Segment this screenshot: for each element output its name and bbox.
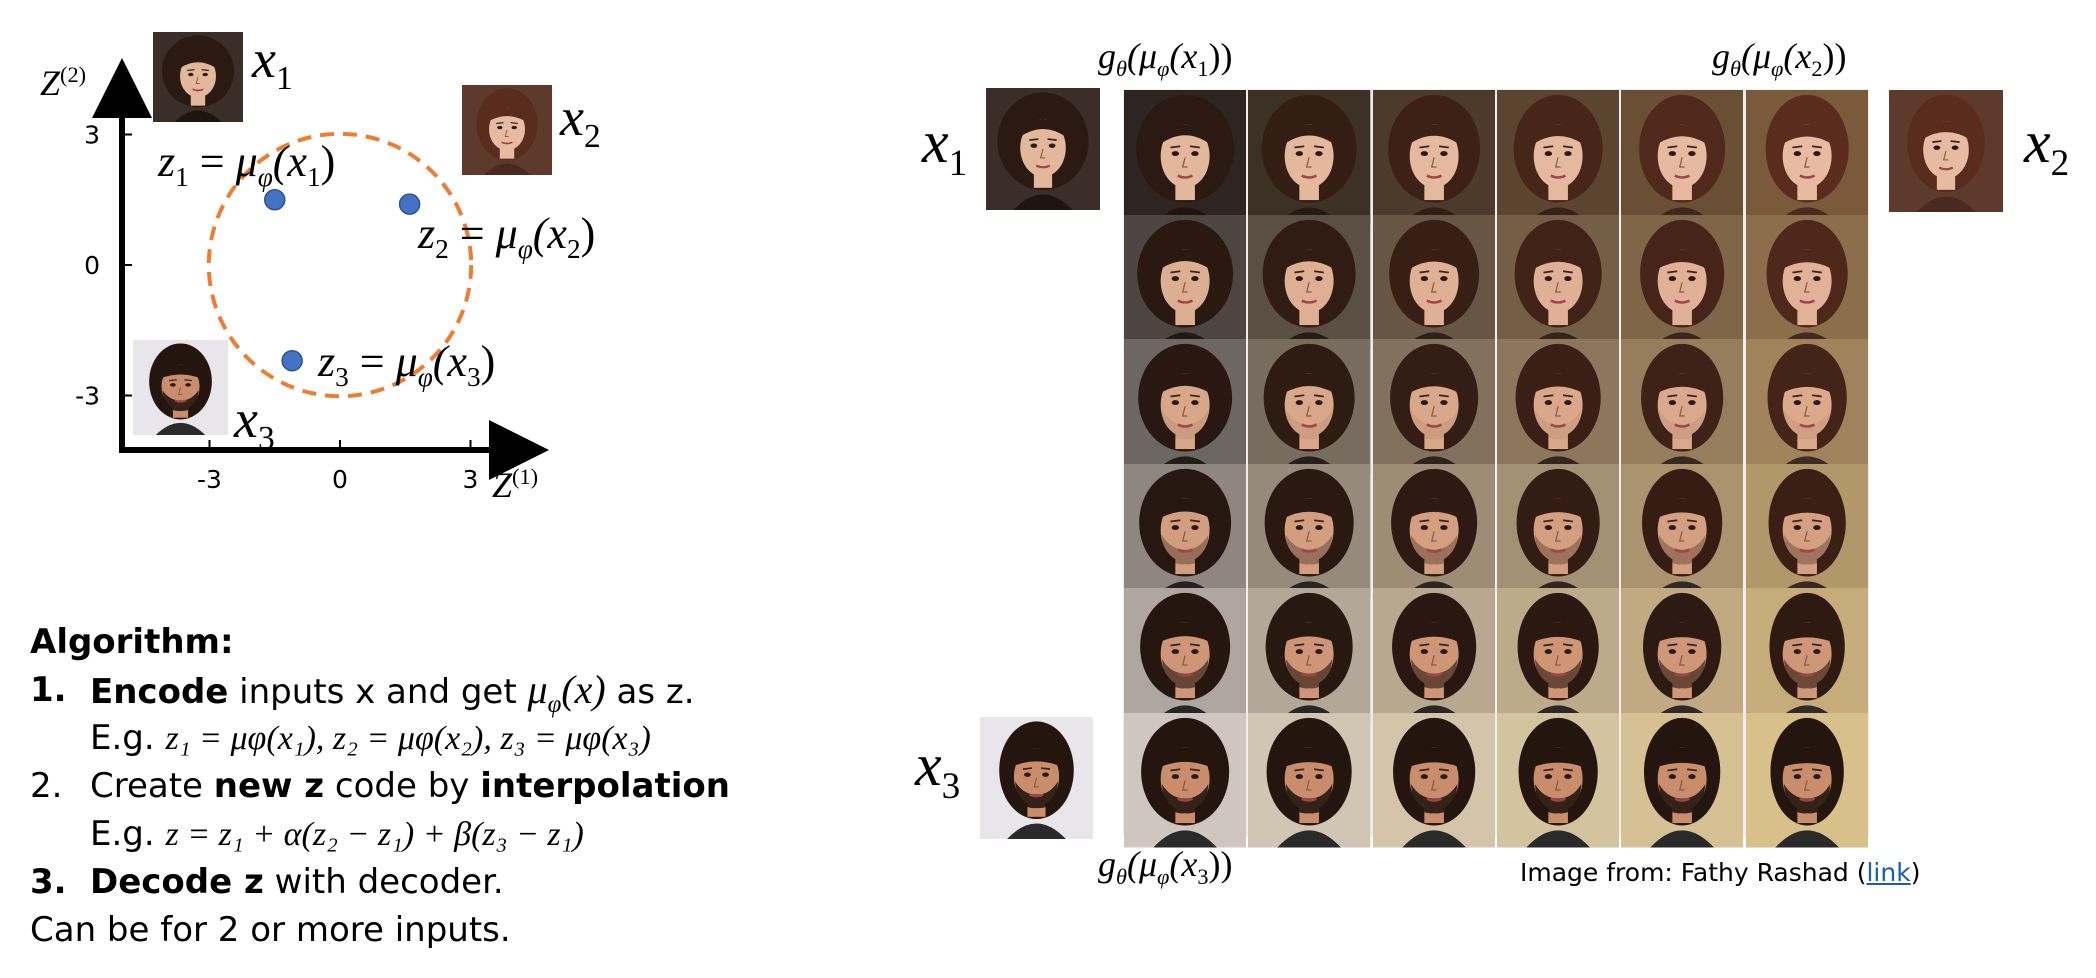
generated-face-cell: [1248, 90, 1371, 225]
generated-face-cell: [1496, 463, 1620, 599]
generated-face-cell: [1248, 463, 1371, 599]
algorithm-block: Algorithm: 1. Encode inputs x and get μφ…: [30, 618, 730, 954]
generated-face-cell: [1372, 463, 1495, 599]
generated-face-cell: [1496, 214, 1620, 350]
generated-face-cell: [1248, 339, 1371, 474]
face-x1-thumbnail: [153, 32, 243, 122]
z2-equation: z2 = μφ(x2): [418, 209, 596, 264]
generated-face-cell: [1745, 463, 1868, 599]
generated-face-cell: [1124, 90, 1247, 225]
generated-face-cell: [1372, 214, 1495, 350]
algorithm-step-2: 2. Create new z code by interpolation: [30, 766, 730, 806]
x1-label: x1: [252, 29, 293, 97]
latent-space-plot: -3 0 3 3 0 -3: [75, 58, 549, 494]
algorithm-step-3: 3. Decode z with decoder.: [30, 862, 504, 902]
x-tick-label: -3: [197, 465, 222, 494]
x3-label: x3: [234, 389, 275, 457]
x-tick-label: 0: [332, 465, 348, 494]
generated-face-cell: [1496, 588, 1620, 723]
latent-point-z3: [281, 349, 303, 372]
generated-face-cell: [1745, 713, 1868, 848]
algorithm-step-1-example: E.g. z₁ = μφ(x₁), z₂ = μφ(x₂), z₃ = μφ(x…: [90, 718, 651, 758]
algorithm-footer: Can be for 2 or more inputs.: [30, 910, 511, 950]
generated-face-cell: [1124, 713, 1247, 848]
generated-face-cell: [1621, 463, 1744, 599]
generated-face-cell: [1496, 339, 1620, 474]
y-tick-label: 0: [84, 251, 100, 280]
generated-face-cell: [1124, 588, 1247, 723]
grid-x3-label: x3: [915, 732, 961, 807]
decoded-x3-label: gθ(μφ(x3)): [1098, 844, 1233, 890]
generated-face-cell: [1124, 214, 1247, 350]
grid-face-x1: [986, 88, 1100, 210]
generated-face-cell: [1496, 713, 1620, 848]
algorithm-step-2-example: E.g. z = z₁ + α(z₂ − z₁) + β(z₃ − z₁): [90, 814, 584, 854]
generated-face-cell: [1372, 339, 1495, 474]
y-tick-label: 3: [84, 121, 100, 150]
x-axis-label: Z(1): [492, 464, 539, 505]
generated-face-cell: [1621, 90, 1744, 225]
generated-face-cell: [1745, 339, 1868, 474]
generated-face-cell: [1248, 214, 1371, 350]
decoded-x1-label: gθ(μφ(x1)): [1098, 36, 1233, 82]
sampling-circle: [206, 131, 474, 399]
generated-face-cell: [1621, 339, 1744, 474]
generated-face-cell: [1248, 713, 1371, 848]
y-axis-label: Z(2): [40, 62, 87, 103]
face-x3-thumbnail: [133, 340, 228, 435]
generated-face-cell: [1621, 588, 1744, 723]
generated-face-cell: [1248, 588, 1371, 723]
z1-equation: z1 = μφ(x1): [158, 137, 336, 192]
generated-face-cell: [1621, 713, 1744, 848]
generated-face-cell: [1372, 588, 1495, 723]
latent-point-z2: [398, 193, 421, 215]
generated-face-cell: [1621, 214, 1744, 350]
generated-face-cell: [1124, 339, 1247, 474]
face-x2-thumbnail: [462, 85, 552, 175]
source-link[interactable]: link: [1866, 858, 1911, 887]
grid-face-x2: [1889, 90, 2003, 212]
grid-x2-label: x2: [2024, 109, 2070, 184]
generated-face-cell: [1745, 588, 1868, 723]
latent-point-z1: [264, 189, 286, 211]
x2-label: x2: [560, 87, 601, 155]
generated-face-cell: [1372, 713, 1495, 848]
algorithm-step-1: 1. Encode inputs x and get μφ(x) as z.: [30, 667, 695, 718]
generated-face-cell: [1124, 463, 1247, 599]
image-credit: Image from: Fathy Rashad (link): [1520, 858, 1921, 887]
interpolation-grid: [1123, 89, 1869, 848]
z3-equation: z3 = μφ(x3): [318, 337, 496, 392]
x-tick-label: 3: [463, 465, 479, 494]
y-tick-label: -3: [75, 382, 100, 411]
generated-face-cell: [1745, 90, 1868, 225]
generated-face-cell: [1496, 90, 1620, 225]
decoded-x2-label: gθ(μφ(x2)): [1712, 36, 1847, 82]
grid-x1-label: x1: [922, 109, 968, 184]
algorithm-title: Algorithm:: [30, 622, 234, 662]
grid-face-x3: [980, 717, 1093, 839]
generated-face-cell: [1745, 214, 1868, 350]
generated-face-cell: [1372, 90, 1495, 225]
